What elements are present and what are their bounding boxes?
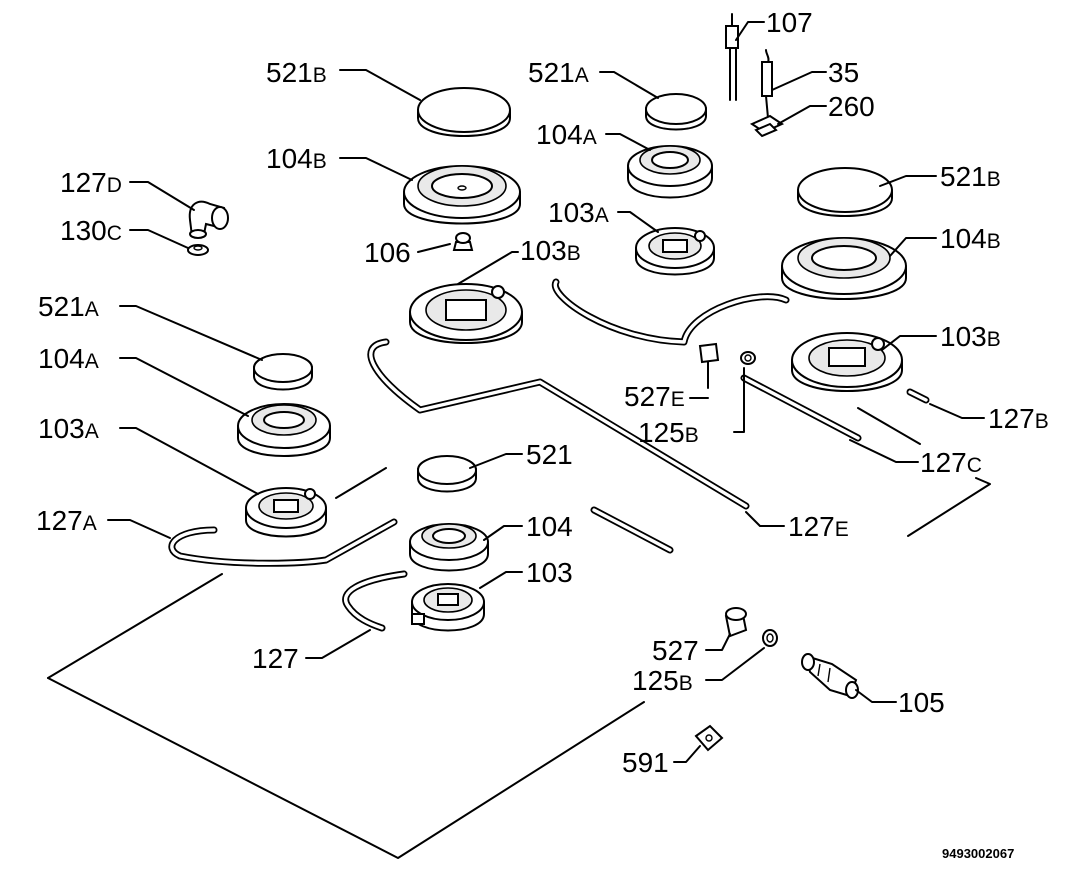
burner-base-103 bbox=[411, 583, 485, 632]
label-104a-top: 104A bbox=[536, 119, 597, 150]
label-104a-left: 104A bbox=[38, 343, 99, 374]
label-521b-right: 521B bbox=[940, 161, 1001, 192]
label-521: 521 bbox=[526, 439, 573, 470]
burner-crown-104 bbox=[409, 523, 489, 572]
seal-130c bbox=[187, 244, 209, 256]
label-127: 127 bbox=[252, 643, 299, 674]
label-103b-right: 103B bbox=[940, 321, 1001, 352]
burner-base-103b-center bbox=[409, 283, 523, 344]
nut-125b-bottom bbox=[762, 629, 778, 647]
label-103a-top: 103A bbox=[548, 197, 609, 228]
label-127a: 127A bbox=[36, 505, 97, 536]
gas-tubes bbox=[168, 278, 930, 632]
label-103b-center: 103B bbox=[520, 235, 581, 266]
label-107: 107 bbox=[766, 7, 813, 38]
label-104b-right: 104B bbox=[940, 223, 1001, 254]
label-260: 260 bbox=[828, 91, 875, 122]
label-106: 106 bbox=[364, 237, 411, 268]
clip-260 bbox=[749, 114, 785, 138]
label-521a-top: 521A bbox=[528, 57, 589, 88]
burner-cap-521b-top bbox=[417, 87, 511, 137]
fitting-527e bbox=[698, 342, 720, 389]
burner-crown-104a-left bbox=[237, 403, 331, 457]
ignition-electrode-35 bbox=[761, 49, 773, 119]
label-527: 527 bbox=[652, 635, 699, 666]
burner-cap-521 bbox=[417, 455, 477, 493]
label-527e: 527E bbox=[624, 381, 685, 412]
gas-tap-105 bbox=[801, 653, 859, 699]
burner-base-103a-left bbox=[245, 487, 327, 538]
diagram-code: 9493002067 bbox=[942, 846, 1014, 861]
label-104b-top: 104B bbox=[266, 143, 327, 174]
label-521b-top: 521B bbox=[266, 57, 327, 88]
burner-crown-104b-right bbox=[781, 237, 907, 300]
leader-lines bbox=[107, 21, 985, 763]
burner-base-103a-top bbox=[635, 227, 715, 276]
label-35: 35 bbox=[828, 57, 859, 88]
label-127c: 127C bbox=[920, 447, 982, 478]
label-125b-mid: 125B bbox=[638, 417, 699, 448]
part-labels: 107 35 260 521B 104B 127D 130C 106 103B … bbox=[36, 7, 1049, 861]
label-130c: 130C bbox=[60, 215, 122, 246]
hob-outline bbox=[47, 407, 991, 859]
label-103a-left: 103A bbox=[38, 413, 99, 444]
injector-106 bbox=[452, 232, 474, 251]
burner-cap-521b-right bbox=[797, 167, 893, 217]
burner-cap-521a-top bbox=[645, 93, 707, 131]
washer-591 bbox=[694, 724, 724, 752]
label-125b-bottom: 125B bbox=[632, 665, 693, 696]
burner-crown-104b-top bbox=[403, 165, 521, 225]
burner-crown-104a-top bbox=[627, 145, 713, 199]
label-127b: 127B bbox=[988, 403, 1049, 434]
nut-125b-mid bbox=[740, 351, 756, 365]
thermocouple-107 bbox=[725, 13, 739, 101]
label-591: 591 bbox=[622, 747, 669, 778]
label-103: 103 bbox=[526, 557, 573, 588]
label-105: 105 bbox=[898, 687, 945, 718]
label-521a-left: 521A bbox=[38, 291, 99, 322]
elbow-fitting-127d bbox=[188, 200, 229, 239]
label-104: 104 bbox=[526, 511, 573, 542]
burner-cap-521a-left bbox=[253, 353, 313, 391]
burner-base-103b-right bbox=[791, 332, 903, 392]
label-127e: 127E bbox=[788, 511, 849, 542]
label-127d: 127D bbox=[60, 167, 122, 198]
nut-527 bbox=[724, 607, 748, 638]
